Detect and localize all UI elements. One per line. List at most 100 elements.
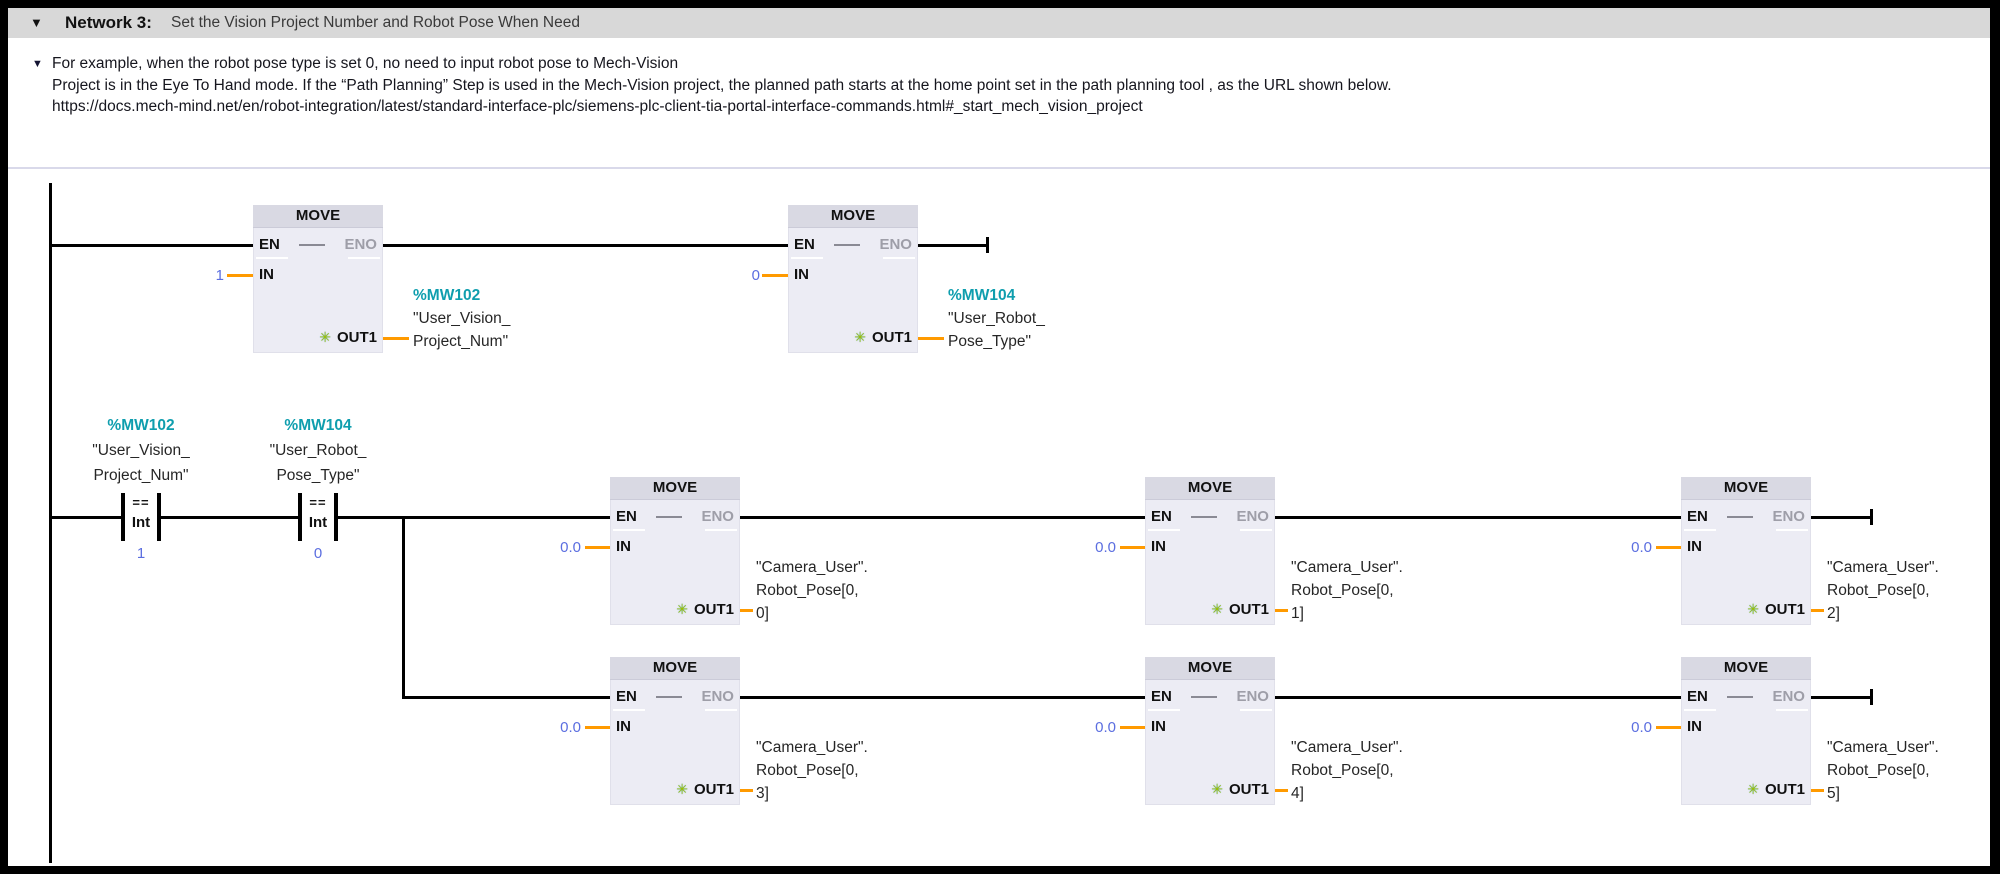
compare-value[interactable]: 1 [136, 545, 146, 562]
input-connector [1656, 546, 1681, 549]
move-block-title: MOVE [1681, 657, 1811, 680]
branch-end-marker [986, 237, 989, 253]
pin-eno[interactable]: ENO [879, 236, 912, 253]
pin-en[interactable]: EN [616, 688, 637, 705]
pin-in[interactable]: IN [616, 538, 631, 555]
pin-eno[interactable]: ENO [701, 688, 734, 705]
pin-out1[interactable]: OUT1 [336, 329, 377, 346]
output-operand[interactable]: %MW102 "User_Vision_ Project_Num" [413, 284, 510, 353]
compare-operator: == [309, 495, 327, 510]
move-block-title: MOVE [610, 477, 740, 500]
pin-out1[interactable]: OUT1 [1228, 601, 1269, 618]
operand-name: "Camera_User". [1827, 739, 1939, 756]
expand-outputs-star-icon[interactable]: ✳ [1747, 601, 1759, 617]
network-title[interactable]: Network 3: [65, 13, 152, 32]
output-connector [918, 337, 944, 340]
operand-name: "Camera_User". [1291, 559, 1403, 576]
input-connector [227, 274, 253, 277]
power-rail [49, 183, 52, 863]
network-collapse-icon[interactable]: ▼ [30, 15, 43, 30]
comment-collapse-icon[interactable]: ▼ [32, 58, 43, 70]
pin-out1[interactable]: OUT1 [871, 329, 912, 346]
expand-outputs-star-icon[interactable]: ✳ [854, 329, 866, 345]
pin-eno[interactable]: ENO [344, 236, 377, 253]
input-constant[interactable]: 0 [751, 267, 760, 284]
network-header[interactable]: ▼ Network 3: Set the Vision Project Numb… [8, 8, 1990, 39]
en-eno-connector [656, 695, 683, 698]
compare-operator: == [132, 495, 150, 510]
pin-separator [1776, 529, 1808, 531]
pin-in[interactable]: IN [1687, 538, 1702, 555]
pin-eno[interactable]: ENO [1772, 508, 1805, 525]
pin-en[interactable]: EN [616, 508, 637, 525]
contact-operand[interactable]: %MW102 "User_Vision_ Project_Num" [46, 413, 236, 488]
move-block[interactable]: MOVE EN ENO IN ✳ OUT1 [610, 477, 740, 625]
move-block[interactable]: MOVE EN ENO IN ✳ OUT1 [1145, 477, 1275, 625]
compare-value[interactable]: 0 [313, 545, 323, 562]
pin-out1[interactable]: OUT1 [1228, 781, 1269, 798]
pin-out1[interactable]: OUT1 [693, 601, 734, 618]
input-constant[interactable]: 0.0 [1095, 719, 1116, 736]
pin-in[interactable]: IN [259, 266, 274, 283]
expand-outputs-star-icon[interactable]: ✳ [319, 329, 331, 345]
input-constant[interactable]: 0.0 [560, 719, 581, 736]
output-operand[interactable]: "Camera_User". Robot_Pose[0, 5] [1827, 736, 1939, 805]
output-operand[interactable]: "Camera_User". Robot_Pose[0, 1] [1291, 556, 1403, 625]
pin-in[interactable]: IN [1687, 718, 1702, 735]
expand-outputs-star-icon[interactable]: ✳ [1211, 781, 1223, 797]
output-operand[interactable]: "Camera_User". Robot_Pose[0, 3] [756, 736, 868, 805]
pin-eno[interactable]: ENO [1772, 688, 1805, 705]
operand-name: Pose_Type" [276, 467, 360, 484]
en-eno-connector [1727, 515, 1754, 518]
pin-in[interactable]: IN [1151, 718, 1166, 735]
input-constant[interactable]: 0.0 [1095, 539, 1116, 556]
expand-outputs-star-icon[interactable]: ✳ [676, 781, 688, 797]
input-constant[interactable]: 0.0 [560, 539, 581, 556]
pin-out1[interactable]: OUT1 [693, 781, 734, 798]
pin-out1[interactable]: OUT1 [1764, 601, 1805, 618]
input-constant[interactable]: 1 [215, 267, 224, 284]
branch-wire [402, 516, 405, 699]
pin-in[interactable]: IN [1151, 538, 1166, 555]
input-constant[interactable]: 0.0 [1631, 719, 1652, 736]
pin-eno[interactable]: ENO [1236, 508, 1269, 525]
network-subtitle[interactable]: Set the Vision Project Number and Robot … [171, 14, 580, 31]
pin-separator [1240, 529, 1272, 531]
move-block-title: MOVE [788, 205, 918, 228]
pin-out1[interactable]: OUT1 [1764, 781, 1805, 798]
pin-en[interactable]: EN [259, 236, 280, 253]
input-connector [585, 546, 610, 549]
pin-separator [613, 709, 645, 711]
expand-outputs-star-icon[interactable]: ✳ [676, 601, 688, 617]
pin-en[interactable]: EN [1151, 688, 1172, 705]
wire [1275, 516, 1683, 519]
move-block[interactable]: MOVE EN ENO IN ✳ OUT1 [1681, 657, 1811, 805]
pin-eno[interactable]: ENO [1236, 688, 1269, 705]
pin-en[interactable]: EN [1687, 508, 1708, 525]
network-comment[interactable]: For example, when the robot pose type is… [52, 53, 1852, 118]
contact-operand[interactable]: %MW104 "User_Robot_ Pose_Type" [223, 413, 413, 488]
output-operand[interactable]: %MW104 "User_Robot_ Pose_Type" [948, 284, 1045, 353]
pin-en[interactable]: EN [1687, 688, 1708, 705]
comment-line: https://docs.mech-mind.net/en/robot-inte… [52, 98, 1143, 115]
move-block[interactable]: MOVE EN ENO IN ✳ OUT1 [788, 205, 918, 353]
output-operand[interactable]: "Camera_User". Robot_Pose[0, 4] [1291, 736, 1403, 805]
input-constant[interactable]: 0.0 [1631, 539, 1652, 556]
output-operand[interactable]: "Camera_User". Robot_Pose[0, 0] [756, 556, 868, 625]
output-operand[interactable]: "Camera_User". Robot_Pose[0, 2] [1827, 556, 1939, 625]
move-block-title: MOVE [1145, 477, 1275, 500]
expand-outputs-star-icon[interactable]: ✳ [1211, 601, 1223, 617]
pin-in[interactable]: IN [794, 266, 809, 283]
expand-outputs-star-icon[interactable]: ✳ [1747, 781, 1759, 797]
pin-eno[interactable]: ENO [701, 508, 734, 525]
pin-separator [613, 529, 645, 531]
pin-en[interactable]: EN [794, 236, 815, 253]
pin-en[interactable]: EN [1151, 508, 1172, 525]
input-connector [1656, 726, 1681, 729]
pin-in[interactable]: IN [616, 718, 631, 735]
